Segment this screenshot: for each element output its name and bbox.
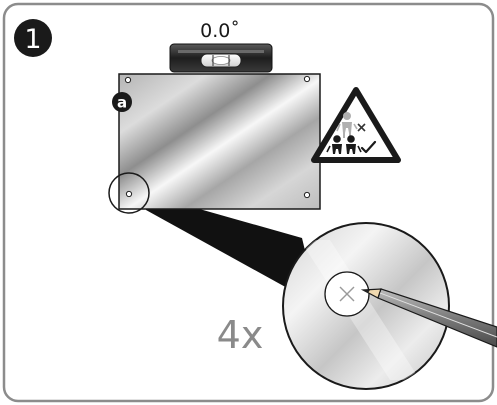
cross-icon xyxy=(357,123,366,132)
level-reading: 0.0˚ xyxy=(200,20,240,42)
step-badge: 1 xyxy=(14,19,52,57)
spirit-level xyxy=(169,43,273,73)
mounting-hole-top-right xyxy=(303,75,311,83)
warning-sign xyxy=(311,87,401,163)
hole-cross-mark xyxy=(339,286,355,302)
mounting-hole-bottom-left xyxy=(125,190,133,198)
detail-magnifier-small xyxy=(108,172,150,214)
hole-count: 4x xyxy=(217,313,264,357)
mounting-hole-top-left xyxy=(124,76,132,84)
callout-a: a xyxy=(112,92,132,112)
two-adults-icon xyxy=(326,135,362,154)
detail-lens xyxy=(282,222,450,390)
level-bubble xyxy=(211,56,231,65)
check-icon xyxy=(360,140,377,154)
mirror-panel xyxy=(118,73,321,210)
pencil-icon xyxy=(360,288,497,348)
zoom-connector xyxy=(143,193,318,305)
mounting-hole-bottom-right xyxy=(303,191,311,199)
step-number: 1 xyxy=(24,24,41,55)
callout-letter: a xyxy=(117,94,127,112)
